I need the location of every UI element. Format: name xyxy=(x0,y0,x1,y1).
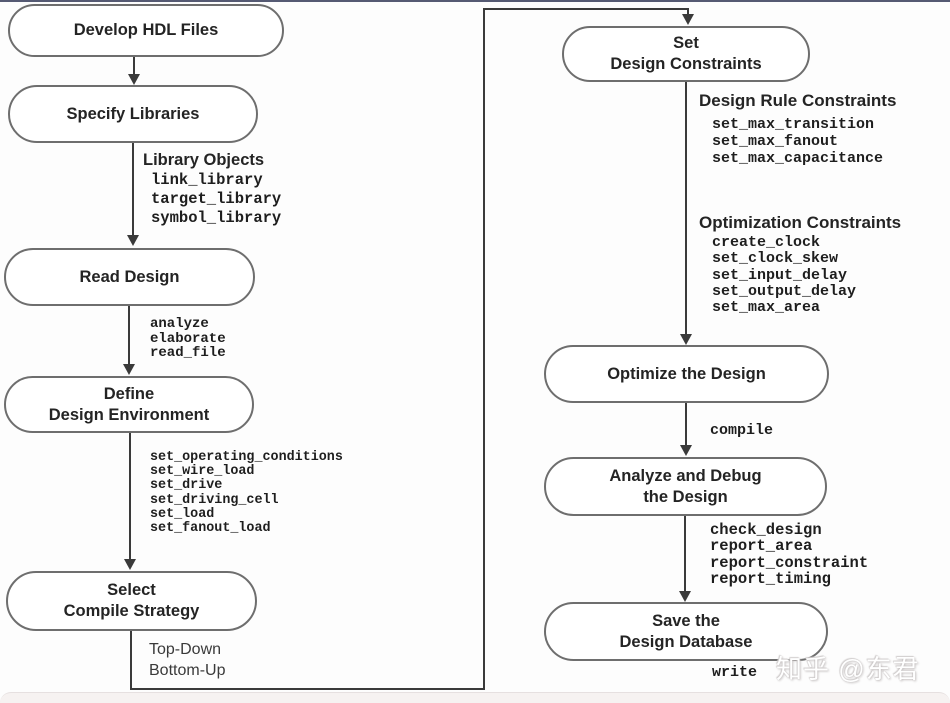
node-develop-hdl-files: Develop HDL Files xyxy=(8,4,284,57)
connector-constraints-to-optimize xyxy=(685,82,687,334)
node-specify-libraries-label: Specify Libraries xyxy=(66,104,200,123)
node-read-design: Read Design xyxy=(4,248,255,306)
compile-command: compile xyxy=(710,422,774,439)
top-edge-strip xyxy=(0,0,950,2)
node-save-design-database-label: Save the Design Database xyxy=(619,611,753,651)
connector-loop-top xyxy=(483,8,689,10)
arrowhead-define-to-select xyxy=(124,559,136,570)
node-optimize-the-design-label: Optimize the Design xyxy=(607,364,766,383)
report-commands: check_design report_area report_constrai… xyxy=(710,521,869,588)
node-optimize-the-design: Optimize the Design xyxy=(544,345,829,403)
connector-loop-down xyxy=(130,631,132,690)
arrowhead-analyze-to-save xyxy=(679,591,691,602)
bottom-strip xyxy=(0,692,950,703)
arrowhead-into-set-constraints xyxy=(682,14,694,25)
connector-read-to-define xyxy=(128,306,130,364)
optimization-constraints-commands: create_clock set_clock_skew set_input_de… xyxy=(712,234,857,317)
design-rule-constraints-commands: set_max_transition set_max_fanout set_ma… xyxy=(712,116,884,167)
node-select-compile-strategy: Select Compile Strategy xyxy=(6,571,257,631)
arrowhead-specify-to-read xyxy=(127,235,139,246)
arrowhead-optimize-to-analyze xyxy=(680,445,692,456)
arrowhead-constraints-to-optimize xyxy=(680,334,692,345)
connector-loop-bottom xyxy=(130,688,485,690)
connector-loop-up xyxy=(483,8,485,690)
optimization-constraints-title: Optimization Constraints xyxy=(699,213,902,232)
write-command: write xyxy=(712,664,758,681)
compile-strategy-options: Top-Down Bottom-Up xyxy=(149,641,226,679)
connector-define-to-select xyxy=(129,433,131,559)
node-save-design-database: Save the Design Database xyxy=(544,602,828,661)
arrowhead-develop-to-specify xyxy=(128,74,140,85)
connector-develop-to-specify xyxy=(133,57,135,75)
library-objects-commands: link_library target_library symbol_libra… xyxy=(151,171,282,227)
connector-specify-to-read xyxy=(132,143,134,235)
connector-analyze-to-save xyxy=(684,516,686,591)
node-set-design-constraints-label: Set Design Constraints xyxy=(610,34,762,73)
node-analyze-and-debug-label: Analyze and Debug the Design xyxy=(609,466,762,506)
arrowhead-read-to-define xyxy=(123,364,135,375)
node-read-design-label: Read Design xyxy=(79,267,180,286)
library-objects-title: Library Objects xyxy=(143,151,265,169)
node-select-compile-strategy-label: Select Compile Strategy xyxy=(63,581,200,620)
node-define-design-environment: Define Design Environment xyxy=(4,376,254,433)
connector-optimize-to-analyze xyxy=(685,403,687,445)
design-rule-constraints-title: Design Rule Constraints xyxy=(699,91,897,110)
design-environment-commands: set_operating_conditions set_wire_load s… xyxy=(150,450,343,537)
node-specify-libraries: Specify Libraries xyxy=(8,85,258,143)
connector-loop-into-constraints xyxy=(687,8,689,15)
zhihu-watermark: 知乎 @东君 xyxy=(776,654,920,684)
node-define-design-environment-label: Define Design Environment xyxy=(48,384,210,424)
node-develop-hdl-files-label: Develop HDL Files xyxy=(73,21,219,39)
node-analyze-and-debug: Analyze and Debug the Design xyxy=(544,457,827,516)
node-set-design-constraints: Set Design Constraints xyxy=(562,26,810,82)
read-design-commands: analyze elaborate read_file xyxy=(150,316,226,361)
